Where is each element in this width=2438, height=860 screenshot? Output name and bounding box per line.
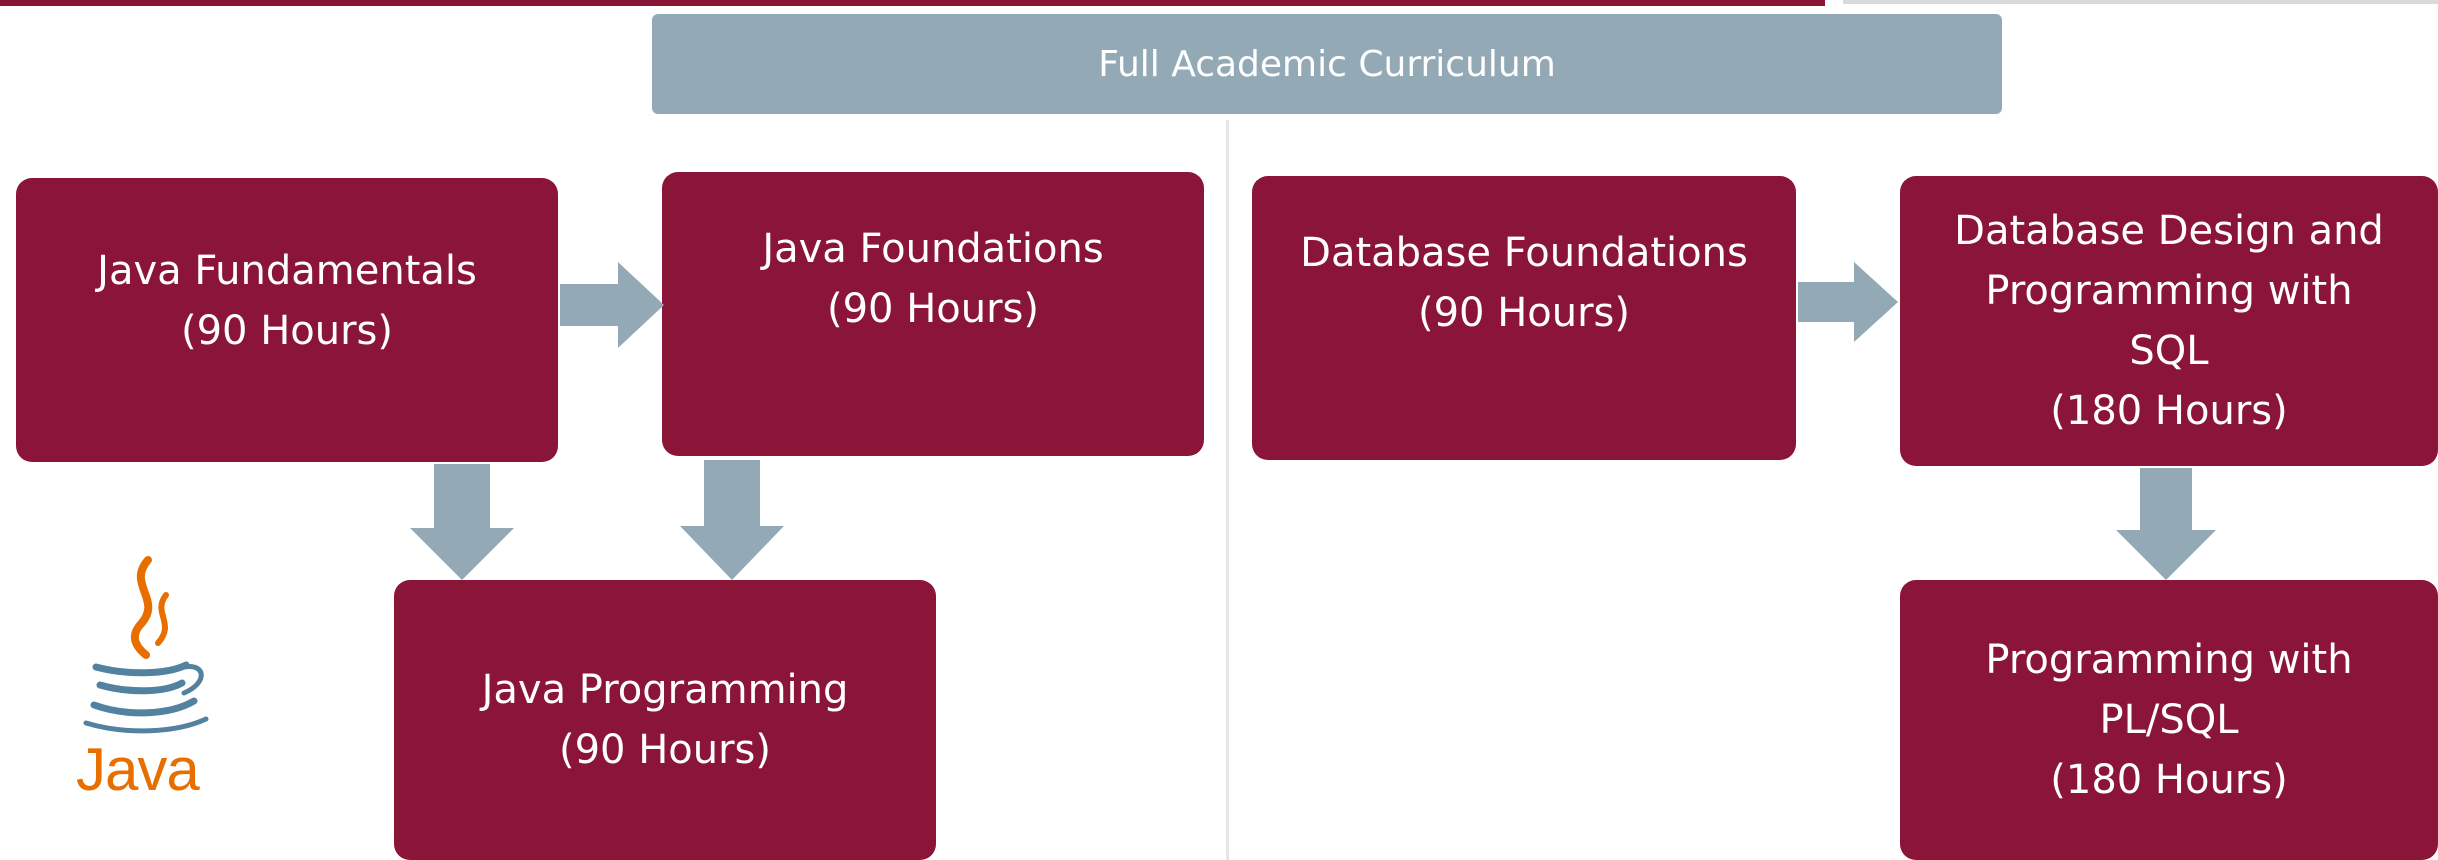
course-title: Database Design and Programming with SQL	[1954, 208, 2384, 374]
course-title: Java Foundations	[762, 226, 1104, 272]
java-logo-text: Java	[76, 736, 200, 803]
section-divider	[1226, 120, 1229, 860]
course-title: Database Foundations	[1300, 230, 1748, 276]
course-hours: (90 Hours)	[826, 286, 1039, 332]
curriculum-header: Full Academic Curriculum	[652, 14, 2002, 114]
course-database-design-sql: Database Design and Programming with SQL…	[1900, 176, 2438, 466]
top-accent-bar	[0, 0, 1825, 6]
arrow-down-icon	[680, 460, 784, 580]
course-title: Programming with PL/SQL	[1985, 637, 2353, 743]
course-title: Java Programming	[481, 667, 849, 713]
arrow-down-icon	[410, 464, 514, 580]
course-hours: (90 Hours)	[1417, 290, 1630, 336]
course-java-programming: Java Programming (90 Hours)	[394, 580, 936, 860]
course-title: Java Fundamentals	[97, 248, 477, 294]
course-java-fundamentals: Java Fundamentals (90 Hours)	[16, 178, 558, 462]
arrow-right-icon	[560, 262, 664, 348]
top-accent-bar-right	[1843, 0, 2438, 4]
arrow-right-icon	[1798, 262, 1898, 342]
course-database-foundations: Database Foundations (90 Hours)	[1252, 176, 1796, 460]
course-hours: (90 Hours)	[558, 727, 771, 773]
curriculum-header-title: Full Academic Curriculum	[1098, 43, 1556, 85]
java-coffee-cup-icon	[66, 555, 216, 805]
course-programming-plsql: Programming with PL/SQL (180 Hours)	[1900, 580, 2438, 860]
course-java-foundations: Java Foundations (90 Hours)	[662, 172, 1204, 456]
course-hours: (90 Hours)	[180, 308, 393, 354]
arrow-down-icon	[2116, 468, 2216, 580]
course-hours: (180 Hours)	[2050, 388, 2288, 434]
course-hours: (180 Hours)	[2050, 757, 2288, 803]
